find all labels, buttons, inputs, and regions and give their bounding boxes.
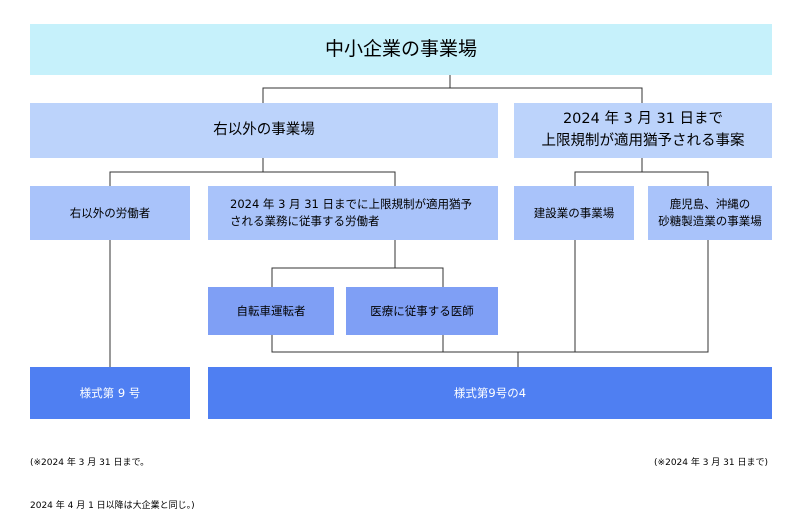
connector-lines [109,75,709,367]
node-form9-4-label: 様式第9号の4 [453,385,527,400]
note-left-line1: (※2024 年 3 月 31 日まで。 [30,457,150,468]
node-deferred-workers-line2: される業務に従事する労働者 [230,214,380,228]
note-right: (※2024 年 3 月 31 日まで) [654,427,768,485]
node-doctors-label: 医療に従事する医師 [370,303,474,318]
node-sme-workplaces-label: 中小企業の事業場 [324,37,477,60]
node-drivers: 自転車運転者 [208,287,334,335]
connector-deferred-workplaces [574,171,709,186]
node-other-workplaces: 右以外の事業場 [30,103,498,158]
node-doctors: 医療に従事する医師 [346,287,498,335]
node-other-workplaces-label: 右以外の事業場 [213,121,315,138]
node-sugar-line1: 鹿児島、沖縄の [669,197,751,212]
note-left-line2: 2024 年 4 月 1 日以降は大企業と同じ。) [30,500,195,511]
node-form9-label: 様式第 9 号 [79,385,141,400]
note-right-line: (※2024 年 3 月 31 日まで) [654,457,768,468]
node-construction-workplaces: 建設業の事業場 [514,186,634,240]
note-left: (※2024 年 3 月 31 日まで。 2024 年 4 月 1 日以降は大企… [30,427,195,528]
node-deferred-workplaces-line1: 2024 年 3 月 31 日まで [562,111,724,128]
node-deferred-workplaces: 2024 年 3 月 31 日まで 上限規制が適用猶予される事案 [514,103,772,158]
node-deferred-workplaces-line2: 上限規制が適用猶予される事案 [541,132,745,149]
node-sme-workplaces: 中小企業の事業場 [30,24,772,75]
node-sugar-line2: 砂糖製造業の事業場 [658,214,762,228]
node-deferred-workers-line1: 2024 年 3 月 31 日までに上限規制が適用猶予 [230,197,472,212]
node-other-workers-label: 右以外の労働者 [69,205,151,220]
node-form9-4: 様式第9号の4 [208,367,772,419]
connector-top-to-level2 [262,87,643,103]
node-other-workers: 右以外の労働者 [30,186,190,240]
connector-other-workplaces [109,171,396,186]
connector-merge-bar [271,240,709,353]
node-sugar-workplaces: 鹿児島、沖縄の 砂糖製造業の事業場 [648,186,772,240]
connector-deferred-workers [271,267,444,287]
node-form9: 様式第 9 号 [30,367,190,419]
node-drivers-label: 自転車運転者 [236,303,306,318]
node-deferred-workers: 2024 年 3 月 31 日までに上限規制が適用猶予 される業務に従事する労働… [208,186,498,240]
node-construction-label: 建設業の事業場 [533,205,615,220]
